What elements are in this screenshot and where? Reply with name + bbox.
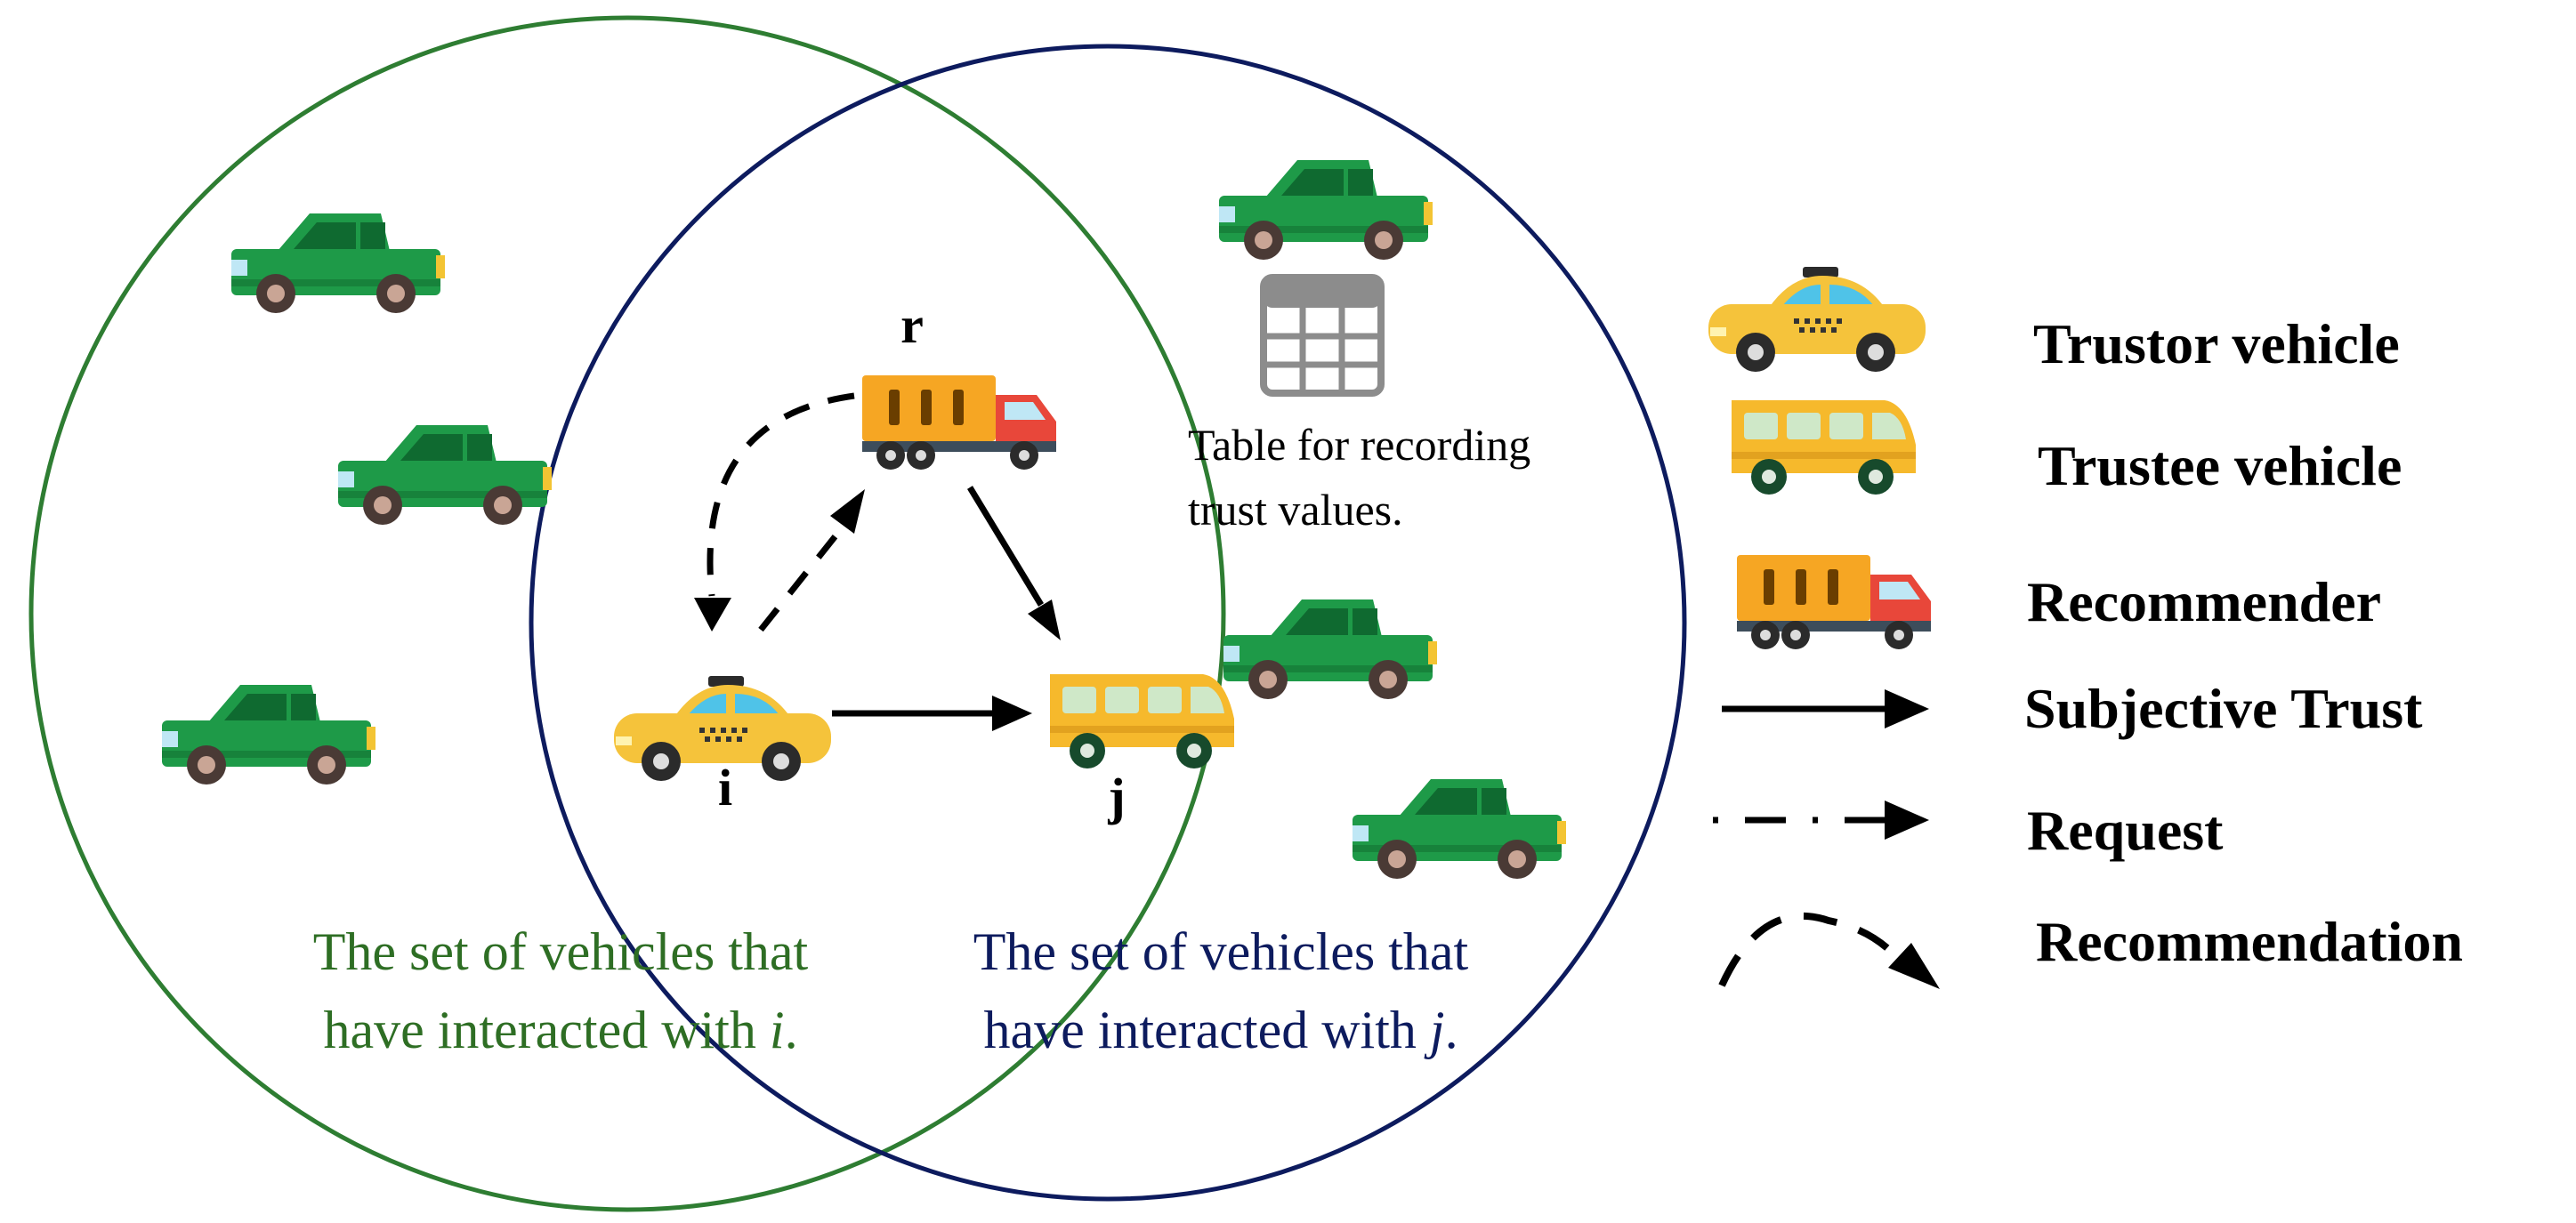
- green-car-icon: [231, 213, 445, 313]
- table-caption-line2: trust values.: [1188, 485, 1403, 535]
- green-car-icon: [1219, 160, 1433, 260]
- trust-arrowhead-r-j: [1028, 599, 1061, 640]
- truck-icon: [862, 375, 1056, 470]
- trust-arrow-r-j: [967, 486, 1044, 607]
- minibus-icon: [1050, 674, 1234, 768]
- recommendation-arrowhead: [694, 598, 731, 632]
- table-icon: [1260, 274, 1385, 397]
- legend-taxi-icon: [1708, 267, 1926, 372]
- node-label-i: i: [718, 759, 732, 817]
- legend-recommendation-arrowhead: [1888, 943, 1940, 989]
- green-car-icon: [1223, 599, 1437, 699]
- legend-truck-icon: [1737, 555, 1931, 649]
- node-label-r: r: [900, 296, 924, 354]
- legend-trust-arrowhead: [1885, 689, 1929, 728]
- legend-recommender-label: Recommender: [2027, 570, 2381, 633]
- legend-trustor-label: Trustor vehicle: [2033, 312, 2400, 375]
- set-j-caption-line1: The set of vehicles that: [973, 922, 1469, 981]
- legend-subjective-trust-label: Subjective Trust: [2024, 677, 2423, 740]
- trust-arrowhead-i-j: [992, 696, 1032, 731]
- legend-trustee-label: Trustee vehicle: [2038, 434, 2402, 497]
- legend-recommendation-label: Recommendation: [2036, 910, 2463, 973]
- legend-request-arrowhead: [1885, 801, 1929, 840]
- legend-bus-icon: [1732, 400, 1916, 495]
- set-j-circle: [529, 44, 1687, 1202]
- green-car-icon: [1353, 779, 1566, 879]
- green-car-icon: [162, 685, 375, 784]
- set-i-caption-line2: have interacted with i.: [323, 1001, 797, 1059]
- request-arrow: [758, 527, 844, 632]
- table-caption-line1: Table for recording: [1188, 420, 1530, 470]
- green-car-icon: [338, 425, 552, 525]
- request-arrowhead: [830, 489, 865, 534]
- set-i-circle: [28, 15, 1226, 1212]
- set-j-caption-line2: have interacted with j.: [983, 1001, 1458, 1059]
- recommendation-arrow: [707, 392, 855, 597]
- node-label-j: j: [1107, 768, 1125, 825]
- legend-request-label: Request: [2027, 799, 2224, 862]
- legend: Trustor vehicle Trustee vehicle Recommen…: [1708, 267, 2463, 989]
- legend-recommendation-arrow: [1718, 912, 1903, 987]
- set-i-caption-line1: The set of vehicles that: [313, 922, 809, 981]
